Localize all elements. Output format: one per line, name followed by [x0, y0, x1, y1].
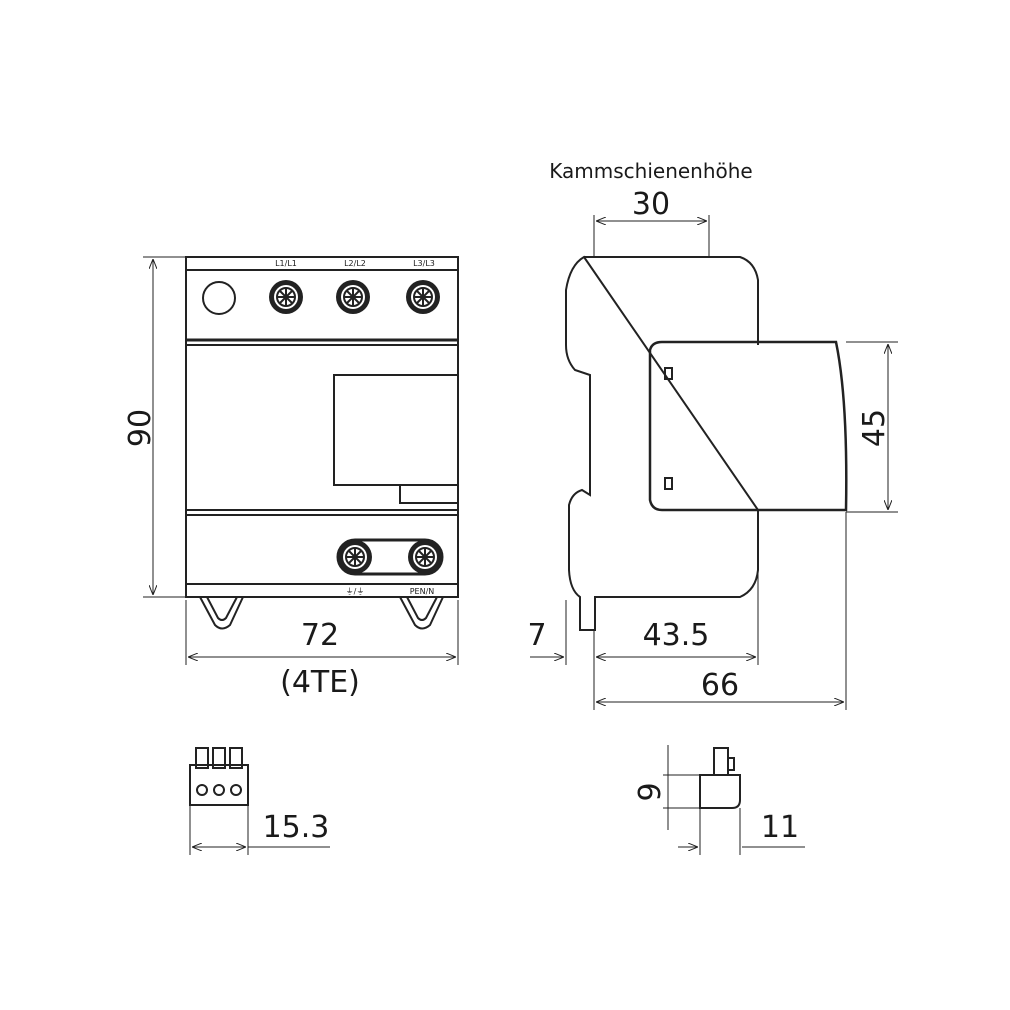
side-view [565, 255, 848, 631]
dimension-15-3: 15.3 [263, 810, 330, 845]
terminal-label-l3: L3/L3 [413, 259, 435, 268]
dimension-7: 7 [527, 618, 546, 653]
terminal-screw-l1 [268, 279, 304, 315]
dimension-11: 11 [761, 810, 799, 845]
terminal-screw-pe [337, 539, 373, 575]
terminal-screw-l3 [405, 279, 441, 315]
connector-side-view [663, 745, 805, 855]
comb-busbar-height-label: Kammschienenhöhe [549, 159, 753, 183]
side-dimensions [530, 215, 898, 710]
connector-front-view [189, 747, 330, 855]
front-dimensions [143, 256, 459, 665]
dimension-width-72: 72 [301, 618, 339, 653]
dimension-30: 30 [632, 187, 670, 222]
dimension-width-4te: (4TE) [280, 665, 360, 700]
dimension-height-90: 90 [123, 409, 158, 447]
terminal-label-l1: L1/L1 [275, 259, 297, 268]
terminal-label-pen: PEN/N [410, 587, 435, 596]
terminal-screw-l2 [335, 279, 371, 315]
front-screws [268, 279, 443, 575]
dimension-66: 66 [701, 668, 739, 703]
dimension-45: 45 [857, 409, 892, 447]
terminal-screw-pen [407, 539, 443, 575]
terminal-label-pe: ⏚/⏚ [346, 587, 365, 596]
dimension-9: 9 [633, 782, 668, 801]
terminal-label-l2: L2/L2 [344, 259, 366, 268]
dimension-43-5: 43.5 [643, 618, 710, 653]
